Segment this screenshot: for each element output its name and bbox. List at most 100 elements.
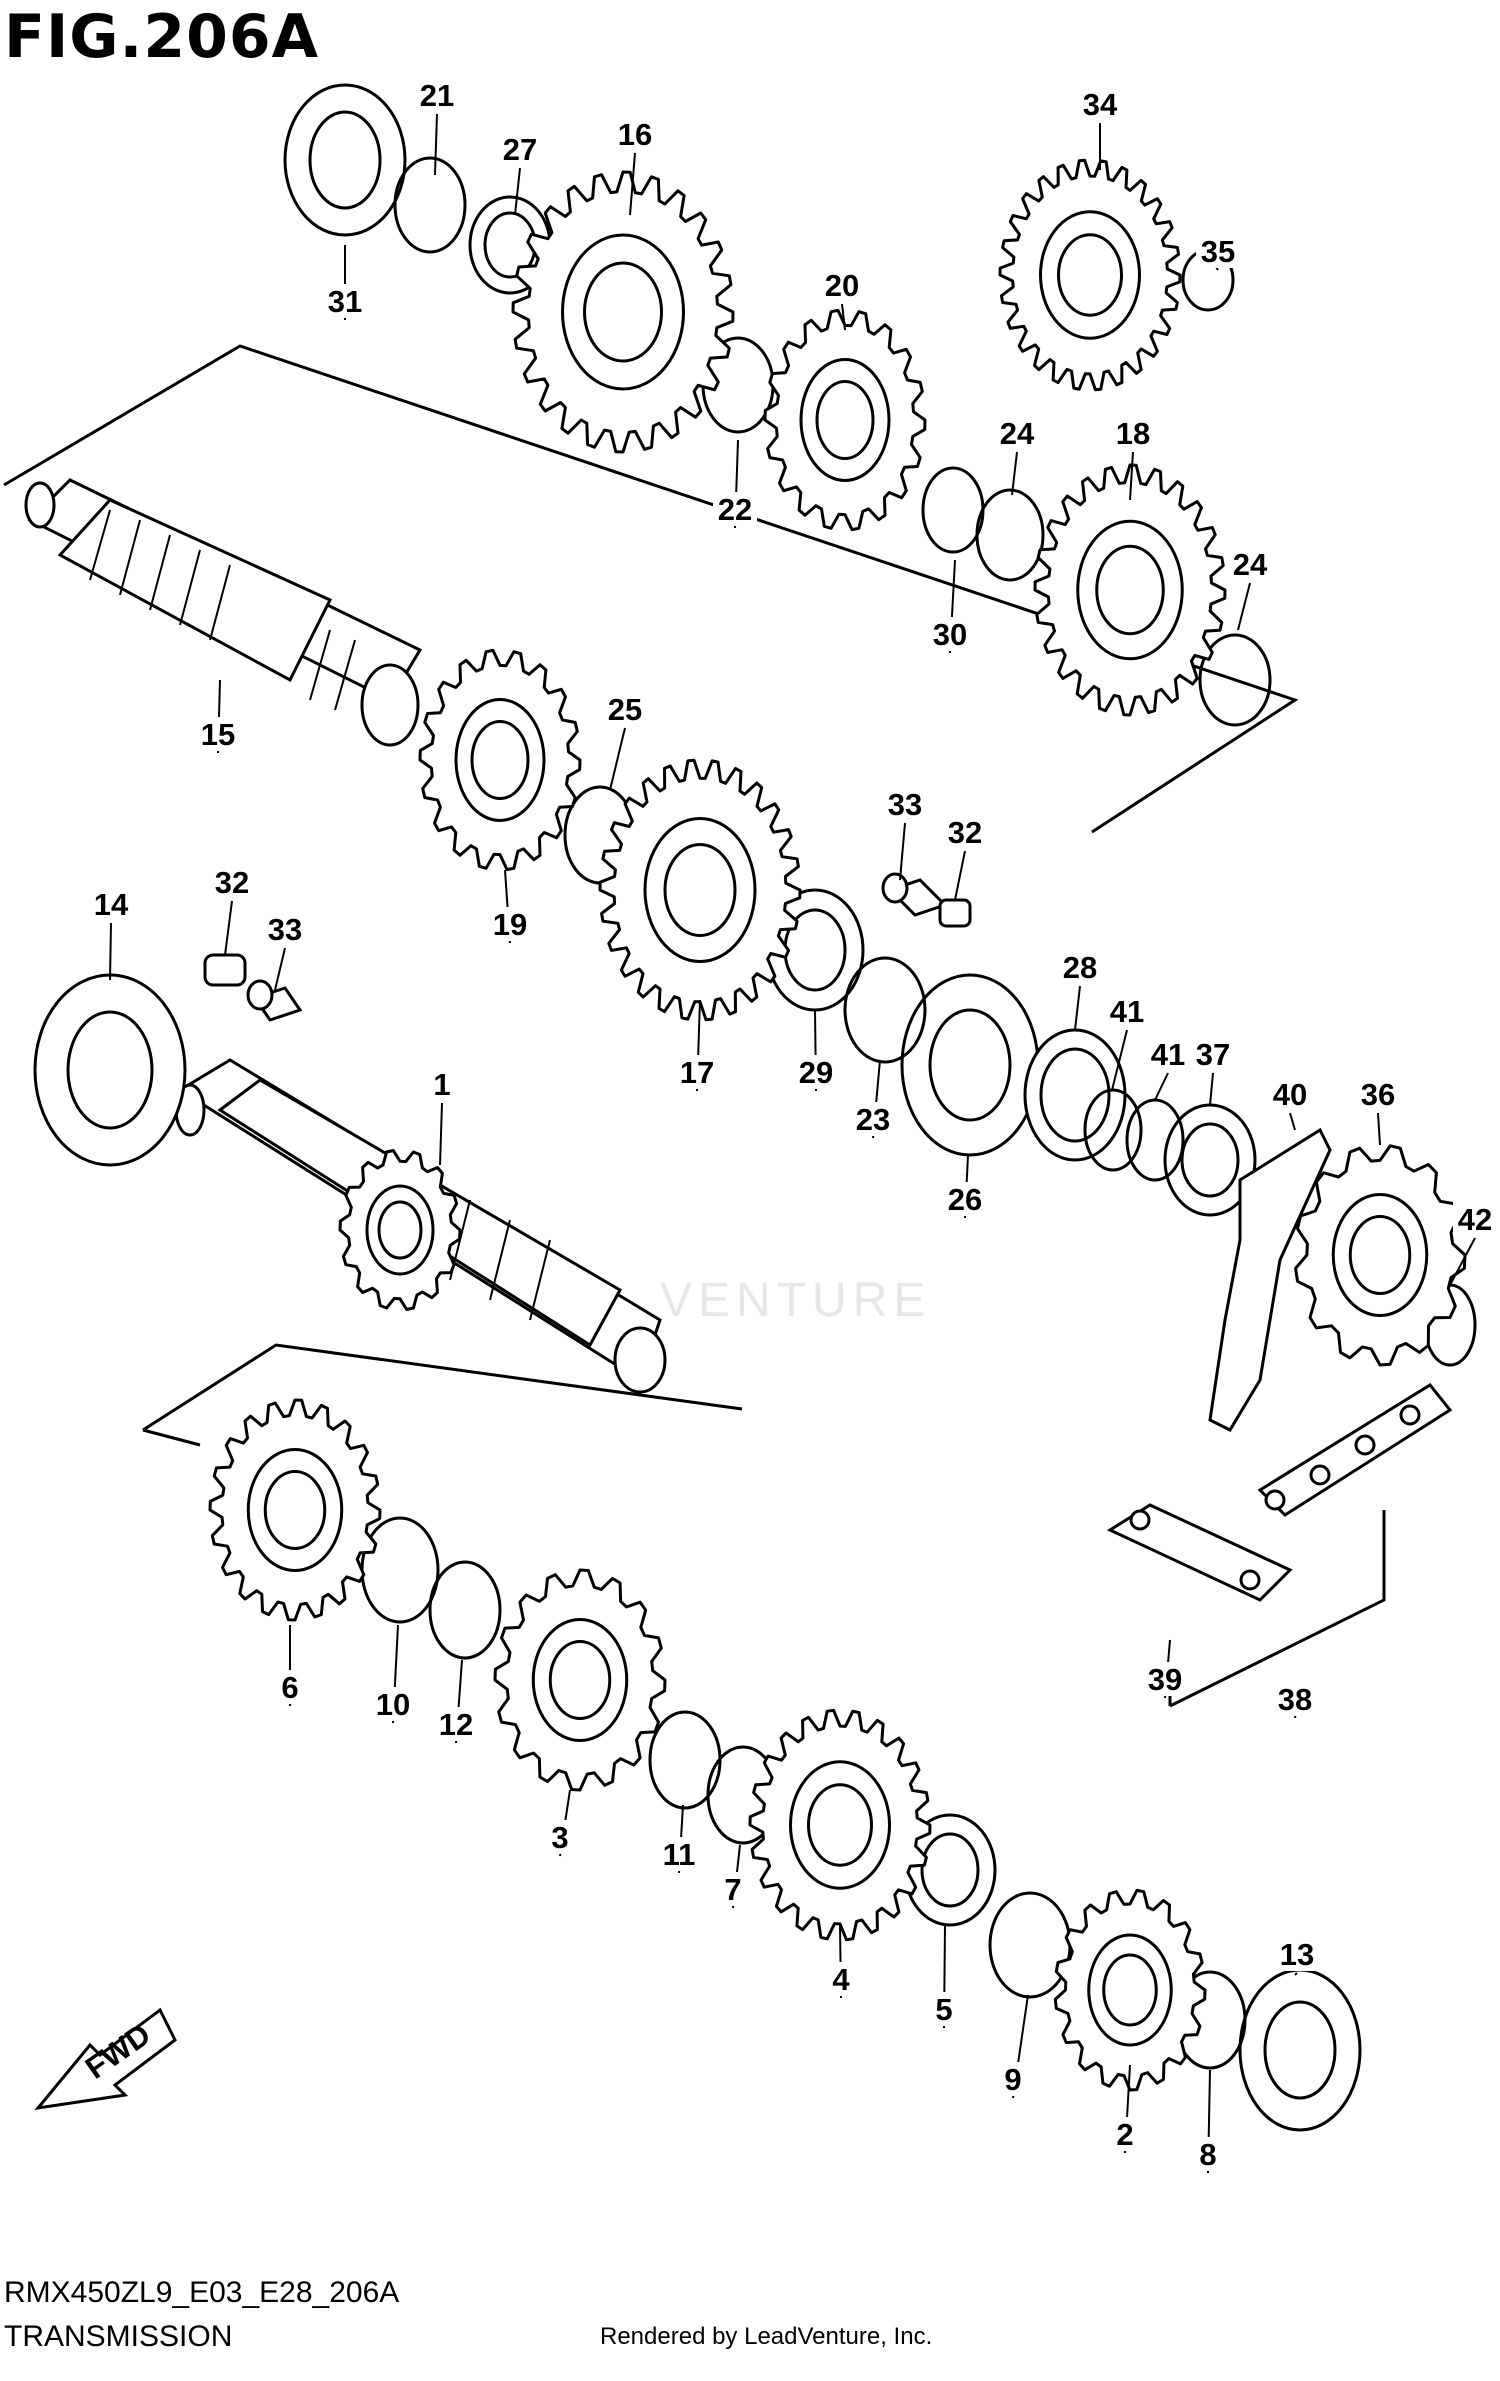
callout-bg: [820, 268, 864, 302]
bearing-13: [1238, 1968, 1362, 2132]
callout-bg: [851, 1102, 895, 1136]
callout-bg: [1103, 2117, 1147, 2151]
callout-33: 33: [268, 912, 302, 947]
oil-seal-28: [1023, 1028, 1127, 1162]
callout-13: 13: [1280, 1937, 1314, 1972]
figure-title: FIG.206A: [4, 2, 320, 72]
section-name: TRANSMISSION: [4, 2320, 233, 2353]
leader-line: [899, 822, 906, 881]
model-code: RMX450ZL9_E03_E28_206A: [4, 2276, 400, 2309]
callout-bg: [1228, 547, 1272, 581]
callout-22: 22: [718, 492, 752, 527]
callout-39: 39: [1148, 1662, 1182, 1697]
leader-line: [629, 152, 636, 216]
leader-line: [1209, 1072, 1214, 1106]
gear-4: [748, 1708, 932, 1942]
gear-16: [511, 170, 735, 454]
callout-bg: [1275, 1937, 1319, 1971]
callout-38: 38: [1278, 1682, 1312, 1717]
callout-bg: [675, 1055, 719, 1089]
master-link-39: [1106, 1503, 1293, 1602]
callout-bg: [657, 1837, 701, 1871]
callout-1: 1: [433, 1067, 450, 1102]
case-saver-40: [1208, 1127, 1332, 1432]
leader-line: [274, 947, 286, 991]
callout-bg: [538, 1820, 582, 1854]
callout-bg: [995, 416, 1039, 450]
callout-bg: [498, 132, 542, 166]
watermark-text: VENTURE: [660, 1274, 931, 1327]
leader-line: [1011, 451, 1018, 496]
callout-bg: [434, 1707, 478, 1741]
bearing-14: [33, 973, 187, 1167]
gear-20: [763, 308, 927, 532]
callout-24: 24: [1000, 416, 1035, 451]
gear-layer: [208, 158, 1467, 2092]
lock-plate-32a: [938, 898, 972, 928]
callout-bg: [713, 492, 757, 526]
callout-41: 41: [1151, 1037, 1185, 1072]
callout-bg: [883, 787, 927, 821]
callout-bg: [1186, 2137, 1230, 2171]
callout-32: 32: [948, 815, 982, 850]
bolt-33b: [246, 979, 303, 1022]
drive-chain-38: [1257, 1383, 1453, 1517]
callout-6: 6: [281, 1670, 298, 1705]
callout-bg: [1268, 1077, 1312, 1111]
callout-10: 10: [376, 1687, 410, 1722]
callout-bg: [603, 692, 647, 726]
gear-3: [493, 1568, 667, 1792]
callout-3: 3: [551, 1820, 568, 1855]
gear-6: [208, 1398, 382, 1622]
leader-line: [841, 303, 846, 331]
callout-bg: [1078, 87, 1122, 121]
leader-line: [1449, 1237, 1476, 1286]
leader-line: [954, 850, 966, 901]
leader-line: [1129, 451, 1134, 501]
leader-line: [224, 900, 233, 956]
callout-bg: [196, 717, 240, 751]
leader-line: [1154, 1072, 1169, 1101]
fwd-arrow: FWD: [34, 2007, 177, 2111]
leader-line: [1294, 1972, 1298, 1976]
callout-bg: [943, 815, 987, 849]
callout-21: 21: [420, 78, 454, 113]
callout-36: 36: [1361, 1077, 1395, 1112]
washer-24b: [1198, 633, 1272, 727]
bearing-31: [283, 83, 407, 237]
washer-10: [360, 1516, 440, 1624]
washer-24a: [975, 488, 1045, 582]
callout-28: 28: [1063, 950, 1097, 985]
washer-9: [988, 1891, 1072, 1999]
leader-line: [1289, 1112, 1296, 1131]
leader-line: [1237, 582, 1251, 631]
callout-bg: [1453, 1202, 1497, 1236]
gear-34: [998, 158, 1182, 392]
callout-34: 34: [1083, 87, 1118, 122]
callout-30: 30: [933, 617, 967, 652]
callout-bg: [794, 1055, 838, 1089]
leader-line: [1074, 985, 1081, 1031]
callout-bg: [1273, 1682, 1317, 1716]
callout-8: 8: [1199, 2137, 1216, 2172]
callout-bg: [711, 1872, 755, 1906]
callout-bg: [89, 887, 133, 921]
gear-19: [418, 648, 582, 872]
callout-bg: [613, 117, 657, 151]
callout-bg: [1146, 1037, 1190, 1071]
callout-15: 15: [201, 717, 235, 752]
callout-4: 4: [832, 1962, 850, 1997]
washer-21: [393, 156, 467, 254]
callout-25: 25: [608, 692, 642, 727]
callout-bg: [488, 907, 532, 941]
callout-5: 5: [935, 1992, 952, 2027]
callout-37: 37: [1196, 1037, 1230, 1072]
leader-line: [1111, 1029, 1128, 1091]
callout-bg: [263, 912, 307, 946]
gear-2: [1053, 1888, 1207, 2092]
callout-bg: [1105, 994, 1149, 1028]
leader-line: [109, 922, 112, 981]
callout-40: 40: [1273, 1077, 1307, 1112]
